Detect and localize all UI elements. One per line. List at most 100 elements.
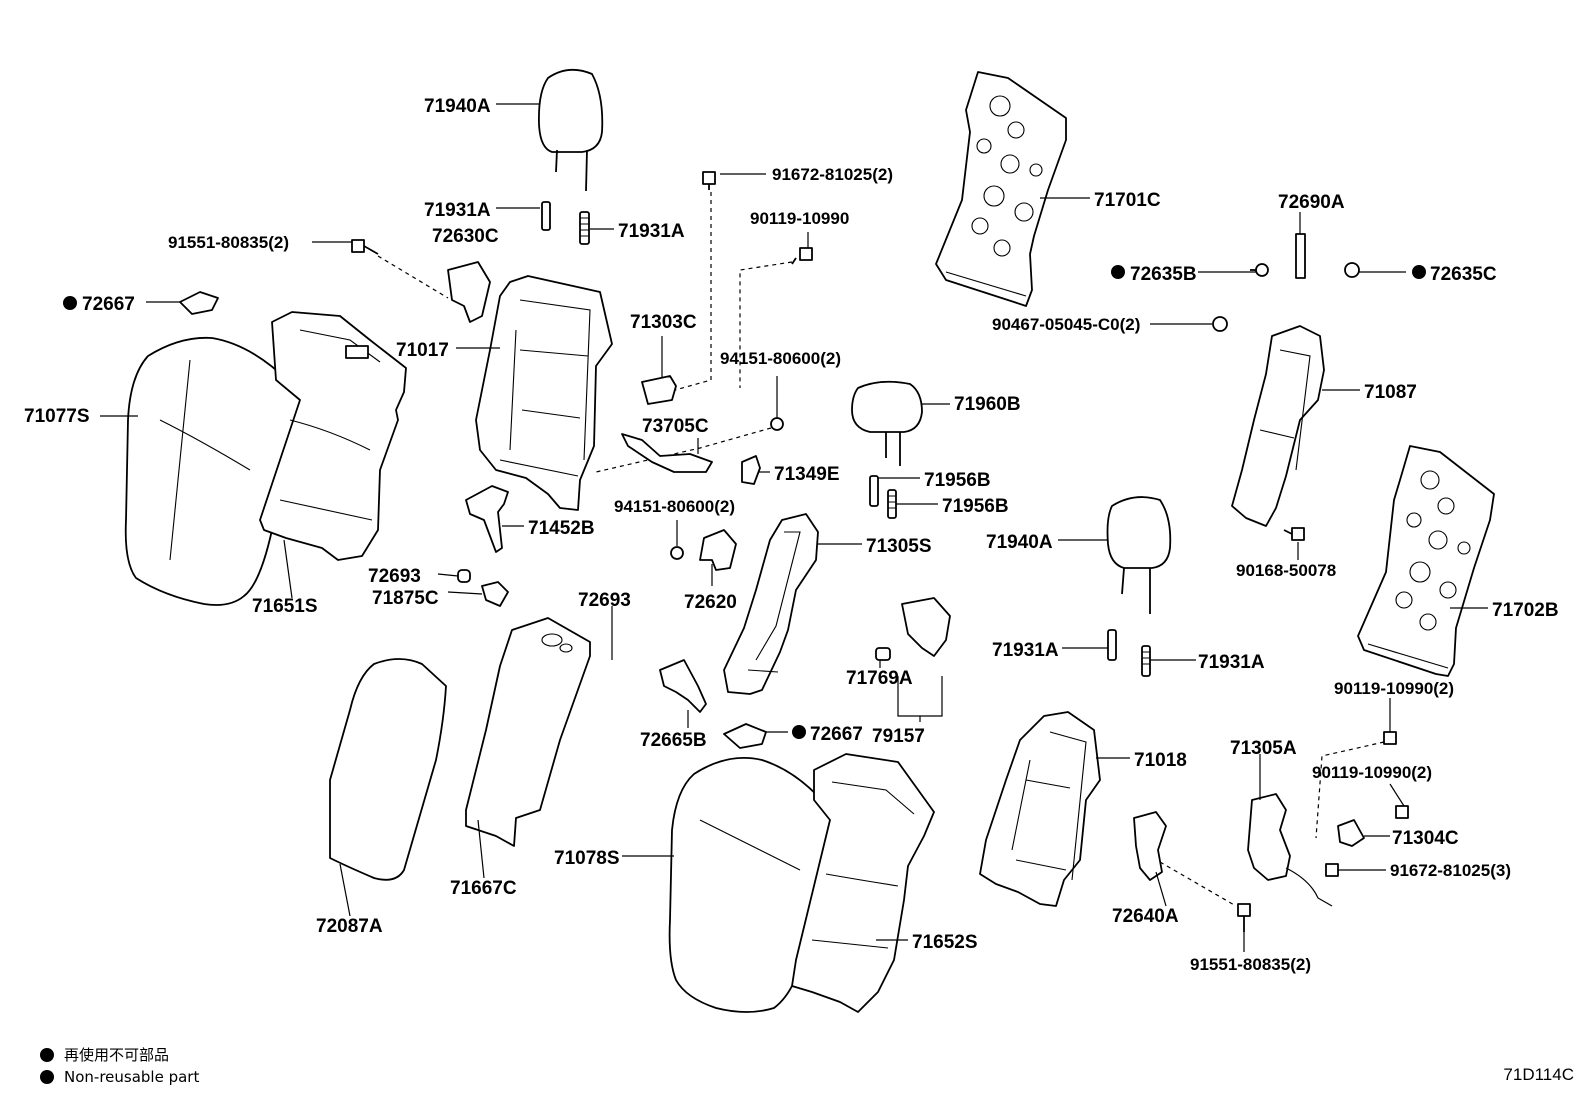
bullet-icon xyxy=(40,1047,54,1062)
label-71956b-lower: 71956B xyxy=(942,496,1009,517)
label-71452b: 71452B xyxy=(528,518,595,539)
bracket-72640a xyxy=(1133,811,1167,881)
bracket-71452b xyxy=(465,485,509,553)
headrest-guides-upper xyxy=(541,201,590,245)
label-71667c: 71667C xyxy=(450,878,517,899)
label-91551-80835-right: 91551-80835(2) xyxy=(1190,955,1311,974)
label-90467-05045: 90467-05045-C0(2) xyxy=(992,315,1140,334)
label-72620: 72620 xyxy=(684,592,737,613)
headrest-top xyxy=(538,68,604,192)
label-71875c: 71875C xyxy=(372,588,439,609)
bolt-91551-lower xyxy=(1159,861,1251,932)
label-71651s: 71651S xyxy=(252,596,318,617)
label-71652s: 71652S xyxy=(912,932,978,953)
label-71018: 71018 xyxy=(1134,750,1187,771)
label-71960b: 71960B xyxy=(954,394,1021,415)
label-71940a-right: 71940A xyxy=(986,532,1053,553)
label-71769a: 71769A xyxy=(846,668,913,689)
bracket-71087 xyxy=(1231,325,1325,527)
label-90168-50078: 90168-50078 xyxy=(1236,561,1336,580)
label-73705c: 73705C xyxy=(642,416,709,437)
headrest-right xyxy=(1106,496,1172,614)
legend-text-en: Non-reusable part xyxy=(64,1068,200,1086)
nut-94151-lower xyxy=(670,520,684,560)
label-71077s: 71077S xyxy=(24,406,90,427)
armrest-cover-72087a xyxy=(329,658,447,881)
diagram-code: 71D114C xyxy=(1503,1065,1574,1084)
label-71305a: 71305A xyxy=(1230,738,1297,759)
seatback-pad-left xyxy=(259,311,407,561)
seatback-cover-center xyxy=(668,757,833,1013)
label-71304c: 71304C xyxy=(1392,828,1459,849)
headrest-mid xyxy=(851,380,923,466)
label-71017: 71017 xyxy=(396,340,449,361)
bracket-72620 xyxy=(699,529,737,571)
label-72635b: 72635B xyxy=(1130,264,1197,285)
bullet-icon xyxy=(40,1070,54,1084)
label-90119-10990: 90119-10990 xyxy=(750,209,849,228)
armrest-cover-71667c xyxy=(465,617,591,847)
cover-72665b xyxy=(659,659,707,713)
clips-72693-71875c xyxy=(457,569,509,607)
bolt-left xyxy=(351,239,379,255)
bracket-72630c xyxy=(447,261,491,323)
seatback-cover-left xyxy=(124,336,307,606)
label-71305s: 71305S xyxy=(866,536,932,557)
label-91551-80835-left: 91551-80835(2) xyxy=(168,233,289,252)
legend-row-ja: 再使用不可部品 xyxy=(40,1044,169,1065)
label-71078s: 71078S xyxy=(554,848,620,869)
label-79157: 79157 xyxy=(872,726,925,747)
label-71931a-right-right: 71931A xyxy=(1198,652,1265,673)
legend-row-en: Non-reusable part xyxy=(40,1068,199,1086)
part-labels: 71940A 71931A 71931A 72630C 91551-80835(… xyxy=(24,96,1559,974)
label-71931a-right: 71931A xyxy=(618,221,685,242)
bolt-91672-upper xyxy=(667,171,716,393)
label-72630c: 72630C xyxy=(432,226,499,247)
label-72640a: 72640A xyxy=(1112,906,1179,927)
nut-94151-upper xyxy=(595,376,784,473)
back-board-71702b xyxy=(1357,445,1495,677)
clip-90467 xyxy=(1212,316,1228,332)
label-90119-10990-lower: 90119-10990(2) xyxy=(1312,763,1432,782)
seatback-pad-center xyxy=(791,753,935,1013)
label-72635c: 72635C xyxy=(1430,264,1497,285)
label-71956b-upper: 71956B xyxy=(924,470,991,491)
bolt-90119-upper xyxy=(739,247,813,388)
label-72665b: 72665B xyxy=(640,730,707,751)
clip-72667-lower xyxy=(723,723,767,749)
label-71702b: 71702B xyxy=(1492,600,1559,621)
label-71303c: 71303C xyxy=(630,312,697,333)
label-72693-left: 72693 xyxy=(368,566,421,587)
cable-73705c xyxy=(621,433,713,473)
plate-71303c xyxy=(641,375,677,405)
clips-72635 xyxy=(1250,262,1360,278)
bolt-90168 xyxy=(1283,527,1305,541)
headrest-guides-mid xyxy=(869,475,897,519)
label-71931a-right-left: 71931A xyxy=(992,640,1059,661)
label-90119-10990-upper: 90119-10990(2) xyxy=(1334,679,1454,698)
seatback-frame-71018 xyxy=(979,711,1101,907)
label-71701c: 71701C xyxy=(1094,190,1161,211)
label-71931a-left: 71931A xyxy=(424,200,491,221)
label-71087: 71087 xyxy=(1364,382,1417,403)
label-72667-lower: 72667 xyxy=(810,724,863,745)
strip-72690a xyxy=(1295,233,1306,279)
label-94151-80600-upper: 94151-80600(2) xyxy=(720,349,841,368)
clip-72667-upper xyxy=(179,291,219,315)
seatback-frame-71017 xyxy=(475,275,613,511)
label-71349e: 71349E xyxy=(774,464,840,485)
label-72690a: 72690A xyxy=(1278,192,1345,213)
label-91672-81025-2: 91672-81025(2) xyxy=(772,165,893,184)
label-72693-right: 72693 xyxy=(578,590,631,611)
back-board-71701c xyxy=(935,71,1067,307)
cover-71349e xyxy=(741,455,761,485)
non-reusable-markers xyxy=(63,265,1426,739)
hinge-assembly-71305a xyxy=(1247,731,1409,907)
label-71940a-top: 71940A xyxy=(424,96,491,117)
lock-assembly-79157 xyxy=(875,597,951,722)
legend-text-ja: 再使用不可部品 xyxy=(64,1046,170,1064)
label-91672-81025-3: 91672-81025(3) xyxy=(1390,861,1511,880)
label-72667-upper: 72667 xyxy=(82,294,135,315)
armrest-frame-71305s xyxy=(723,513,819,695)
